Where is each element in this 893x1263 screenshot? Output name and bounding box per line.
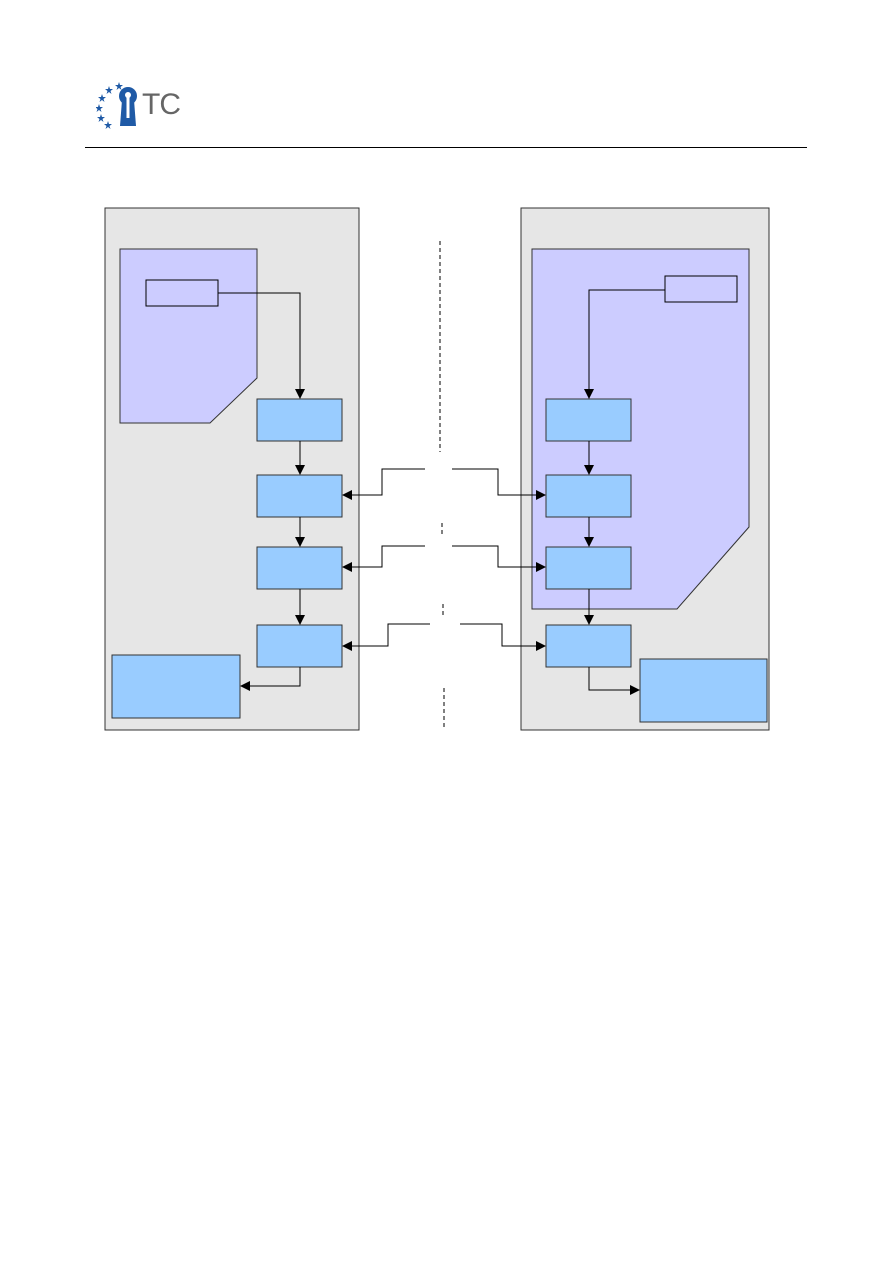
left-stack-box-4 — [256, 624, 343, 668]
keyhole-icon — [119, 87, 137, 126]
right-stack-box-1 — [545, 398, 632, 442]
right-stack-box-3 — [545, 546, 632, 590]
right-label-box — [664, 275, 738, 303]
cross-links-left — [342, 468, 430, 651]
right-stack-box-2 — [545, 474, 632, 518]
logo-text: TC — [142, 88, 181, 121]
left-output-box — [111, 654, 241, 719]
left-connectors — [218, 292, 305, 691]
center-divider — [439, 241, 445, 730]
right-region — [531, 248, 750, 610]
right-connectors — [584, 289, 665, 695]
right-output-box — [639, 658, 768, 723]
left-stack-box-3 — [256, 546, 343, 590]
header-divider — [85, 147, 807, 148]
left-region — [119, 248, 258, 424]
cross-links-right — [452, 468, 546, 651]
left-stack-box-2 — [256, 474, 343, 518]
star-icon — [95, 82, 123, 129]
right-stack-box-4 — [545, 624, 632, 668]
left-stack-box-1 — [256, 398, 343, 442]
logo: TC — [95, 82, 188, 130]
logo-mark — [95, 82, 137, 129]
left-label-box — [145, 279, 219, 307]
